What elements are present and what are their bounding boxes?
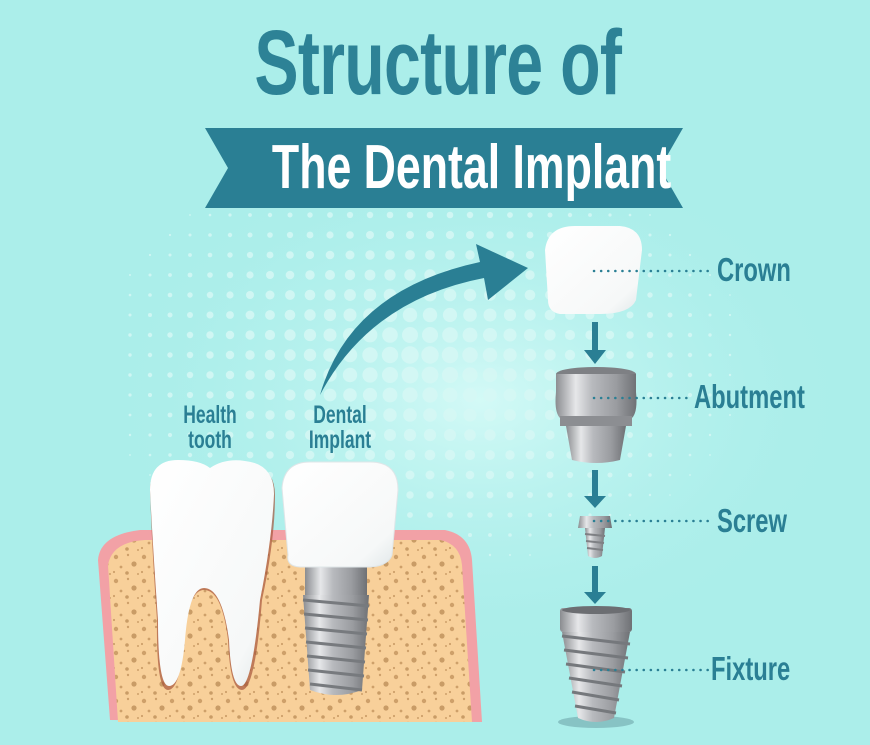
healthy-tooth-label: Health tooth — [183, 401, 237, 454]
jaw-implant — [281, 461, 399, 695]
arrow-down-2 — [584, 470, 606, 508]
title-banner — [205, 128, 683, 208]
curved-arrow — [320, 244, 528, 395]
screw-label: Screw — [717, 502, 788, 539]
fixture-part — [558, 606, 634, 728]
halftone-pattern — [128, 211, 732, 557]
crown-label: Crown — [717, 251, 791, 288]
fixture-label: Fixture — [711, 650, 791, 687]
leader-lines — [592, 269, 714, 672]
abutment-label: Abutment — [694, 378, 805, 415]
healthy-tooth — [150, 460, 275, 690]
arrow-down-1 — [584, 322, 606, 364]
title-line-2: The Dental Implant — [271, 133, 672, 202]
abutment-part — [555, 367, 637, 463]
title-line-1: Structure of — [254, 12, 622, 114]
dental-implant-label: Dental Implant — [308, 401, 372, 454]
arrow-down-3 — [584, 566, 606, 604]
screw-part — [578, 516, 612, 558]
